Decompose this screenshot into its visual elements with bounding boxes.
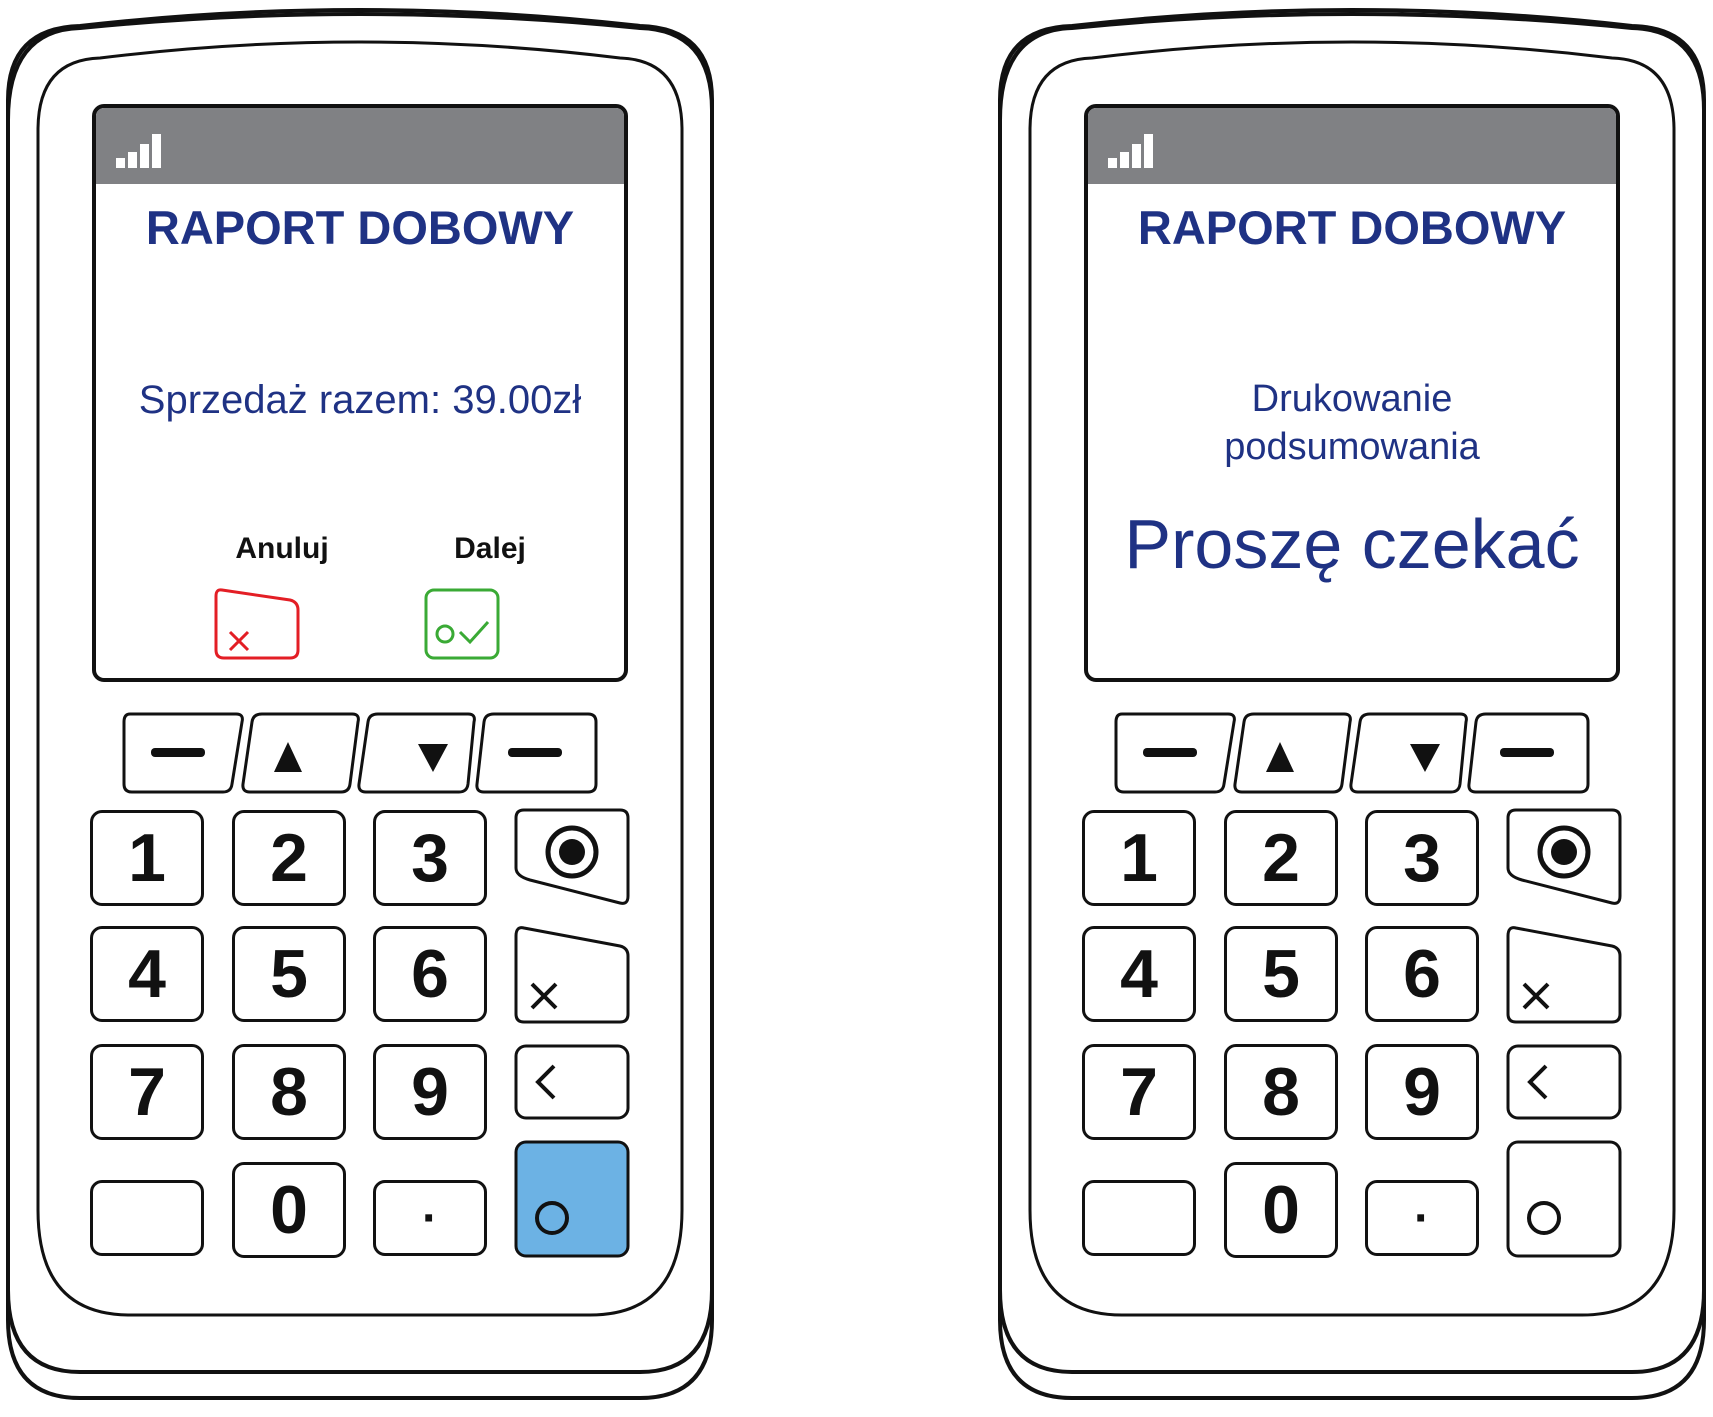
arrow-up-key[interactable] xyxy=(1235,714,1351,792)
sales-total-message: Sprzedaż razem: 39.00zł xyxy=(138,378,582,422)
next-label: Dalej xyxy=(454,532,526,565)
payment-terminal-right: RAPORT DOBOWY Drukowanie podsumowania Pr… xyxy=(992,0,1713,1417)
key-7[interactable]: 7 xyxy=(1082,1044,1196,1140)
payment-terminal-left: RAPORT DOBOWY Sprzedaż razem: 39.00zł An… xyxy=(0,0,730,1417)
status-bar xyxy=(96,108,624,184)
terminal-screen: RAPORT DOBOWY Drukowanie podsumowania Pr… xyxy=(1084,104,1620,682)
key-5[interactable]: 5 xyxy=(232,926,346,1022)
function-key-right[interactable] xyxy=(477,714,596,792)
backspace-key[interactable] xyxy=(516,1046,628,1118)
menu-key[interactable] xyxy=(1508,810,1620,904)
ok-key-highlighted[interactable] xyxy=(516,1142,628,1256)
screen-title: RAPORT DOBOWY xyxy=(1137,201,1567,254)
key-7[interactable]: 7 xyxy=(90,1044,204,1140)
key-2[interactable]: 2 xyxy=(232,810,346,906)
key-0[interactable]: 0 xyxy=(1224,1162,1338,1258)
key-8[interactable]: 8 xyxy=(1224,1044,1338,1140)
cancel-softkey-icon[interactable] xyxy=(212,584,308,664)
key-1[interactable]: 1 xyxy=(1082,810,1196,906)
terminal-screen: RAPORT DOBOWY Sprzedaż razem: 39.00zł An… xyxy=(92,104,628,682)
function-key-right[interactable] xyxy=(1469,714,1588,792)
printing-message-line1: Drukowanie xyxy=(1251,378,1453,420)
arrow-down-key[interactable] xyxy=(359,714,475,792)
cancel-key[interactable] xyxy=(1508,928,1620,1022)
screen-title: RAPORT DOBOWY xyxy=(145,201,575,254)
cancel-label: Anuluj xyxy=(235,532,329,565)
key-8[interactable]: 8 xyxy=(232,1044,346,1140)
key-0[interactable]: 0 xyxy=(232,1162,346,1258)
key-4[interactable]: 4 xyxy=(1082,926,1196,1022)
cancel-key[interactable] xyxy=(516,928,628,1022)
confirm-softkey-icon[interactable] xyxy=(422,584,502,664)
key-5[interactable]: 5 xyxy=(1224,926,1338,1022)
key-3[interactable]: 3 xyxy=(1365,810,1479,906)
key-6[interactable]: 6 xyxy=(373,926,487,1022)
menu-key[interactable] xyxy=(516,810,628,904)
printing-message-line2: podsumowania xyxy=(1224,426,1480,468)
key-3[interactable]: 3 xyxy=(373,810,487,906)
key-2[interactable]: 2 xyxy=(1224,810,1338,906)
key-9[interactable]: 9 xyxy=(1365,1044,1479,1140)
signal-strength-icon xyxy=(116,128,170,168)
key-9[interactable]: 9 xyxy=(373,1044,487,1140)
key-4[interactable]: 4 xyxy=(90,926,204,1022)
key-blank[interactable] xyxy=(90,1180,204,1256)
signal-strength-icon xyxy=(1108,128,1162,168)
key-blank[interactable] xyxy=(1082,1180,1196,1256)
arrow-up-key[interactable] xyxy=(243,714,359,792)
function-key-left[interactable] xyxy=(124,714,242,792)
function-key-left[interactable] xyxy=(1116,714,1234,792)
status-bar xyxy=(1088,108,1616,184)
please-wait-message: Proszę czekać xyxy=(1124,505,1580,583)
ok-key[interactable] xyxy=(1508,1142,1620,1256)
key-dot[interactable]: · xyxy=(1365,1180,1479,1256)
backspace-key[interactable] xyxy=(1508,1046,1620,1118)
key-1[interactable]: 1 xyxy=(90,810,204,906)
key-dot[interactable]: · xyxy=(373,1180,487,1256)
arrow-down-key[interactable] xyxy=(1351,714,1467,792)
key-6[interactable]: 6 xyxy=(1365,926,1479,1022)
